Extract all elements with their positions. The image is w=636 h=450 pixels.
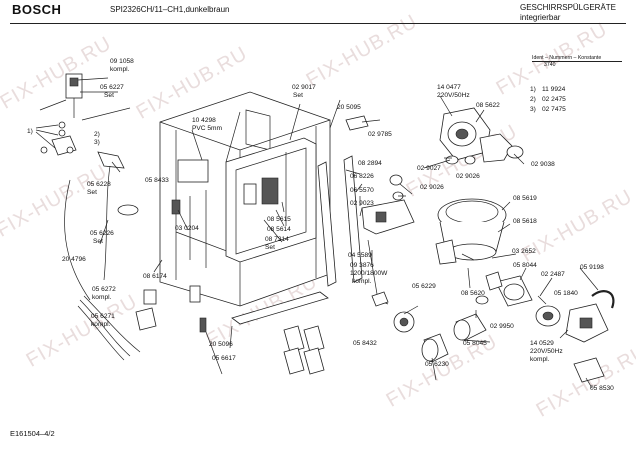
part-number-label: 08 5618 [513, 218, 537, 225]
part-note-label: kompl. [92, 294, 112, 301]
door-switch-part [39, 73, 83, 118]
circulation-pump-motor [439, 107, 524, 163]
variant-key: 3) [530, 106, 536, 113]
variant-value: 11 9924 [542, 86, 566, 93]
part-number-label: 06 5570 [350, 187, 374, 194]
part-number-label: 05 6272 [92, 286, 116, 293]
part-number-label: 02 9785 [368, 131, 392, 138]
part-note-label: Set [265, 244, 275, 251]
variant-marker-label: 1) [27, 128, 33, 135]
door-frame [225, 137, 317, 263]
leader-lines [77, 77, 599, 389]
part-note-label: Set [93, 238, 103, 245]
drain-hose [421, 313, 487, 363]
variant-value: 02 7475 [542, 106, 566, 113]
part-number-label: 03 0204 [175, 225, 199, 232]
suction-cup-part [573, 357, 605, 383]
part-number-label: 08 5619 [513, 195, 537, 202]
part-note-label: Set [104, 92, 114, 99]
variant-marker-label: 2) [94, 131, 100, 138]
part-number-label: 05 8044 [513, 262, 537, 269]
part-number-label: 05 8530 [590, 385, 614, 392]
drain-pump-motor [495, 275, 609, 343]
part-number-label: 08 7314 [265, 236, 289, 243]
part-note-label: kompl. [110, 66, 130, 73]
header-rule [10, 23, 626, 24]
part-number-label: 03 2652 [512, 248, 536, 255]
part-number-label: 05 8433 [145, 177, 169, 184]
part-number-label: 02 9017 [292, 84, 316, 91]
part-number-label: 02 9026 [420, 184, 444, 191]
category-title: GESCHIRRSPÜLGERÄTE [520, 3, 617, 12]
part-note-label: kompl. [352, 278, 372, 285]
door-seal-strip [317, 155, 363, 287]
part-number-label: 02 9950 [490, 323, 514, 330]
cable-clips [283, 325, 325, 375]
part-note-label: Set [87, 189, 97, 196]
variant-marker-label: 3) [94, 139, 100, 146]
pressure-switch [393, 311, 415, 333]
category-subtitle: integrierbar [520, 13, 561, 22]
part-number-label: 14 0529 [530, 340, 554, 347]
drawing-code: E161504–4/2 [10, 429, 55, 438]
part-number-label: 02 9027 [417, 165, 441, 172]
latch-hook [345, 115, 369, 131]
part-number-label: 20 4796 [62, 256, 86, 263]
mounting-clip-set [35, 121, 77, 156]
part-note-label: PVC 5mm [192, 125, 223, 132]
part-number-label: 08 5614 [267, 226, 291, 233]
part-number-label: 08 5620 [461, 290, 485, 297]
sump-filter-housing [435, 198, 507, 265]
part-number-label: 05 6226 [90, 230, 114, 237]
inlet-valve-assembly [361, 199, 415, 307]
part-number-label: 05 6617 [212, 355, 236, 362]
cable-harness [64, 179, 157, 361]
part-note-label: Set [293, 92, 303, 99]
part-number-label: 05 1840 [554, 290, 578, 297]
part-number-label: 20 5095 [337, 104, 361, 111]
part-note-label: kompl. [530, 356, 550, 363]
ident-rule [532, 61, 622, 62]
part-number-label: 09 1058 [110, 58, 134, 65]
part-number-label: 09 3876 [350, 262, 374, 269]
part-number-label: 02 9038 [531, 161, 555, 168]
part-number-label: 02 9023 [350, 200, 374, 207]
part-number-label: 02 9026 [456, 173, 480, 180]
model-designation: SPI2326CH/11–CH1,dunkelbraun [110, 5, 230, 14]
part-note-label: kompl. [91, 321, 111, 328]
part-number-label: 02 2487 [541, 271, 565, 278]
part-number-label: 05 6228 [87, 181, 111, 188]
part-number-label: 05 9198 [580, 264, 604, 271]
ident-caption: Ident – Nummern – Konstante [532, 55, 602, 61]
part-number-label: 20 5096 [209, 341, 233, 348]
variant-value: 02 2475 [542, 96, 566, 103]
sealing-ring [591, 290, 615, 309]
part-number-label: 04 5589 [348, 252, 372, 259]
part-number-label: 08 5622 [476, 102, 500, 109]
part-number-label: 05 6227 [100, 84, 124, 91]
part-number-label: 08 2894 [358, 160, 382, 167]
base-plinth [199, 291, 329, 333]
part-number-label: 08 5615 [267, 216, 291, 223]
part-number-label: 06 8226 [350, 173, 374, 180]
variant-key: 2) [530, 96, 536, 103]
variant-key: 1) [530, 86, 536, 93]
part-number-label: 05 8045 [463, 340, 487, 347]
part-note-label: 220V/50Hz [437, 92, 470, 99]
part-note-label: 1200/1800W [350, 270, 388, 277]
part-number-label: 10 4298 [192, 117, 216, 124]
part-number-label: 05 6271 [91, 313, 115, 320]
ident-constant: 3740 [544, 62, 556, 68]
part-number-label: 08 6174 [143, 273, 167, 280]
part-note-label: 220V/50Hz [530, 348, 563, 355]
part-number-label: 05 6229 [412, 283, 436, 290]
hinge-spring-part [97, 151, 139, 281]
part-number-label: 05 8432 [353, 340, 377, 347]
part-number-label: 14 0477 [437, 84, 461, 91]
brand-logo-text: BOSCH [12, 2, 62, 17]
check-valve [475, 271, 503, 305]
part-number-label: 05 6230 [425, 361, 449, 368]
